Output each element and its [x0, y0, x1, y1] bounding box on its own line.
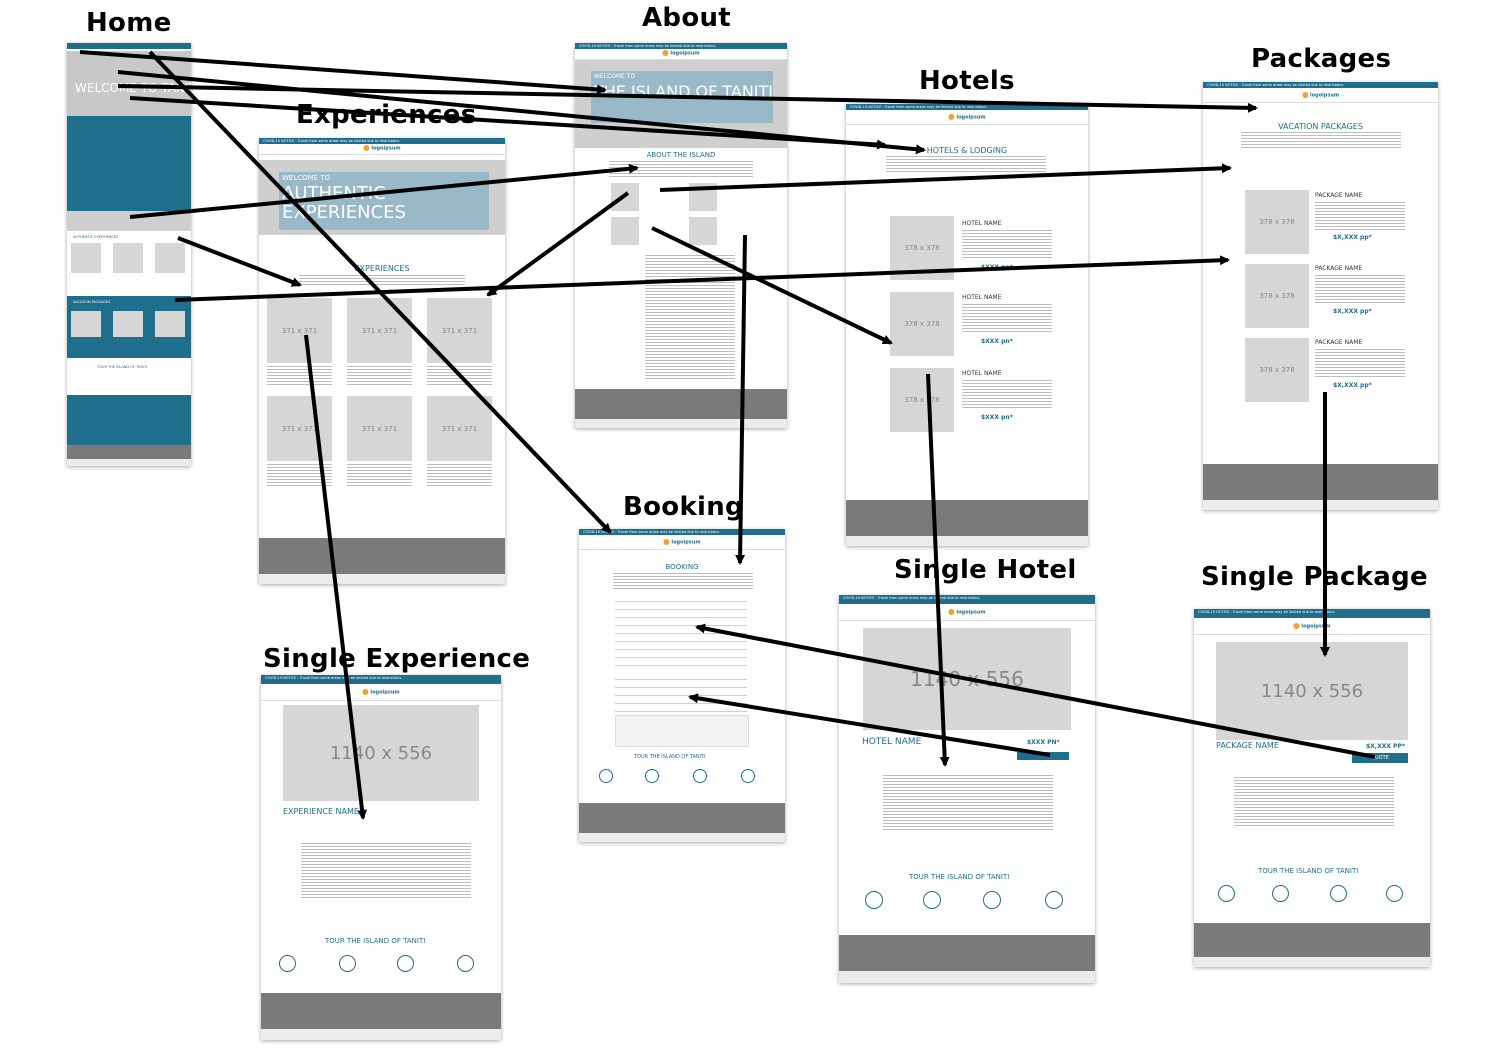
title-about: About [642, 3, 732, 33]
experiences-section-title: EXPERIENCES [354, 264, 410, 273]
experiences-hero-box: WELCOME TO AUTHENTIC EXPERIENCES [279, 172, 489, 230]
packages-wireframe: COVID-19 NOTICE : Travel from some areas… [1203, 82, 1438, 510]
hotels-wireframe: COVID-19 NOTICE : Travel from some areas… [846, 104, 1088, 546]
single-package-tour: TOUR THE ISLAND OF TANITI [1258, 867, 1359, 875]
title-single-experience: Single Experience [263, 644, 531, 674]
booking-tour: TOUR THE ISLAND OF TANITI [634, 754, 706, 760]
single-experience-name: EXPERIENCE NAME [283, 807, 359, 816]
about-hero-box: WELCOME TO THE ISLAND OF TANITI [591, 71, 773, 123]
home-hero: WELCOME TO TANITI [67, 51, 191, 116]
home-tour: TOUR THE ISLAND OF TANITI [97, 365, 148, 369]
packages-section-title: VACATION PACKAGES [1278, 122, 1363, 131]
home-wireframe: WELCOME TO TANITI AUTHENTIC EXPERIENCES … [67, 43, 191, 466]
single-experience-wireframe: COVID-19 NOTICE : Travel from some areas… [261, 675, 501, 1040]
single-experience-tour: TOUR THE ISLAND OF TANITI [325, 937, 426, 945]
title-booking: Booking [623, 492, 744, 522]
single-hotel-price: $XXX PN* [1027, 739, 1060, 746]
title-single-package: Single Package [1201, 562, 1428, 592]
title-experiences: Experiences [296, 100, 477, 130]
home-section2: VACATION PACKAGES [73, 300, 111, 304]
single-hotel-tour: TOUR THE ISLAND OF TANITI [909, 873, 1010, 881]
about-section-title: ABOUT THE ISLAND [646, 151, 716, 159]
title-packages: Packages [1251, 44, 1392, 74]
title-home: Home [86, 8, 172, 38]
booking-wireframe: COVID-19 NOTICE : Travel from some areas… [579, 529, 785, 842]
quote-button[interactable]: QUOTE [1352, 753, 1408, 763]
single-hotel-name: HOTEL NAME [862, 737, 922, 747]
hotels-section-title: HOTELS & LODGING [926, 146, 1008, 155]
single-package-name: PACKAGE NAME [1216, 741, 1279, 750]
single-package-price: $X,XXX PP* [1366, 743, 1405, 750]
title-hotels: Hotels [919, 66, 1015, 96]
arrow-home-hotels [117, 70, 926, 155]
experiences-wireframe: COVID-19 NOTICE : Travel from some areas… [259, 138, 505, 584]
single-package-wireframe: COVID-19 NOTICE : Travel from some areas… [1194, 609, 1430, 967]
booking-section-title: BOOKING [665, 563, 699, 571]
single-hotel-wireframe: COVID-19 NOTICE : Travel from some areas… [839, 595, 1095, 983]
title-single-hotel: Single Hotel [894, 555, 1077, 585]
about-wireframe: COVID-19 NOTICE : Travel from some areas… [575, 43, 787, 428]
home-section1: AUTHENTIC EXPERIENCES [73, 235, 119, 239]
